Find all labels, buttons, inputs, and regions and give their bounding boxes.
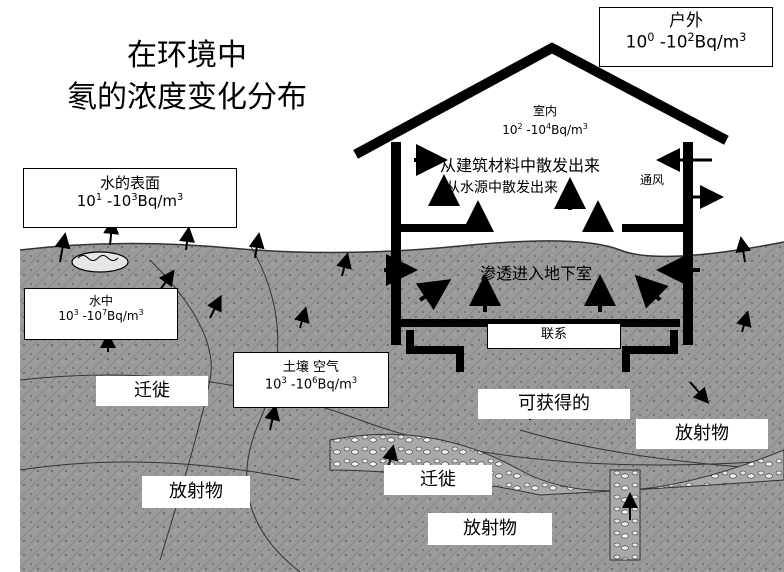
radioactive-left-label: 放射物 xyxy=(142,476,250,508)
indoor-concentration: 室内 102 -104Bq/m3 xyxy=(490,103,600,138)
indoor-range: 102 -104Bq/m3 xyxy=(502,122,588,137)
radioactive-mid-label: 放射物 xyxy=(428,513,552,545)
ventilation-label: 通风 xyxy=(640,173,665,187)
soil-air-range: 103 -106Bq/m3 xyxy=(264,374,358,393)
diagram-title-line-2: 氡的浓度变化分布 xyxy=(67,80,307,115)
soil-air-label: 土壤 空气 xyxy=(282,360,340,375)
water-surface-box: 水的表面 101 -103Bq/m3 xyxy=(23,168,237,228)
building-materials-label: 从建筑材料中散发出来 xyxy=(440,156,601,175)
ground-surface-line xyxy=(19,240,784,258)
connection-box: 联系 xyxy=(487,323,621,349)
indoor-label: 室内 xyxy=(532,104,557,118)
water-source-label: 从水源中散发出来 xyxy=(446,180,558,196)
radioactive-right-label: 放射物 xyxy=(636,419,768,449)
footing-left xyxy=(406,330,464,372)
migration-right-label: 迁徙 xyxy=(384,465,492,495)
in-water-box: 水中 103 -107Bq/m3 xyxy=(24,288,178,340)
interior-arrows xyxy=(384,144,700,312)
footing-right xyxy=(622,330,678,372)
roof xyxy=(353,42,729,159)
outdoor-box: 户外 100 -102Bq/m3 xyxy=(599,7,773,67)
in-water-label: 水中 xyxy=(88,294,113,308)
water-wave xyxy=(77,255,119,261)
ventilation-arrows xyxy=(656,148,724,209)
diagram-title-line-1: 在环境中 xyxy=(127,38,247,73)
outdoor-range: 100 -102Bq/m3 xyxy=(625,30,747,53)
available-label: 可获得的 xyxy=(478,389,630,419)
water-surface-range: 101 -103Bq/m3 xyxy=(76,192,184,211)
soil-air-box: 土壤 空气 103 -106Bq/m3 xyxy=(233,352,389,408)
outdoor-label: 户外 xyxy=(669,11,703,31)
water-pond xyxy=(71,251,129,273)
migration-left-label: 迁徙 xyxy=(96,376,208,406)
gravel-pocket xyxy=(609,469,641,561)
basement-label: 渗透进入地下室 xyxy=(480,264,593,283)
house xyxy=(353,42,729,372)
in-water-range: 103 -107Bq/m3 xyxy=(58,307,144,323)
water-surface-label: 水的表面 xyxy=(99,174,160,192)
